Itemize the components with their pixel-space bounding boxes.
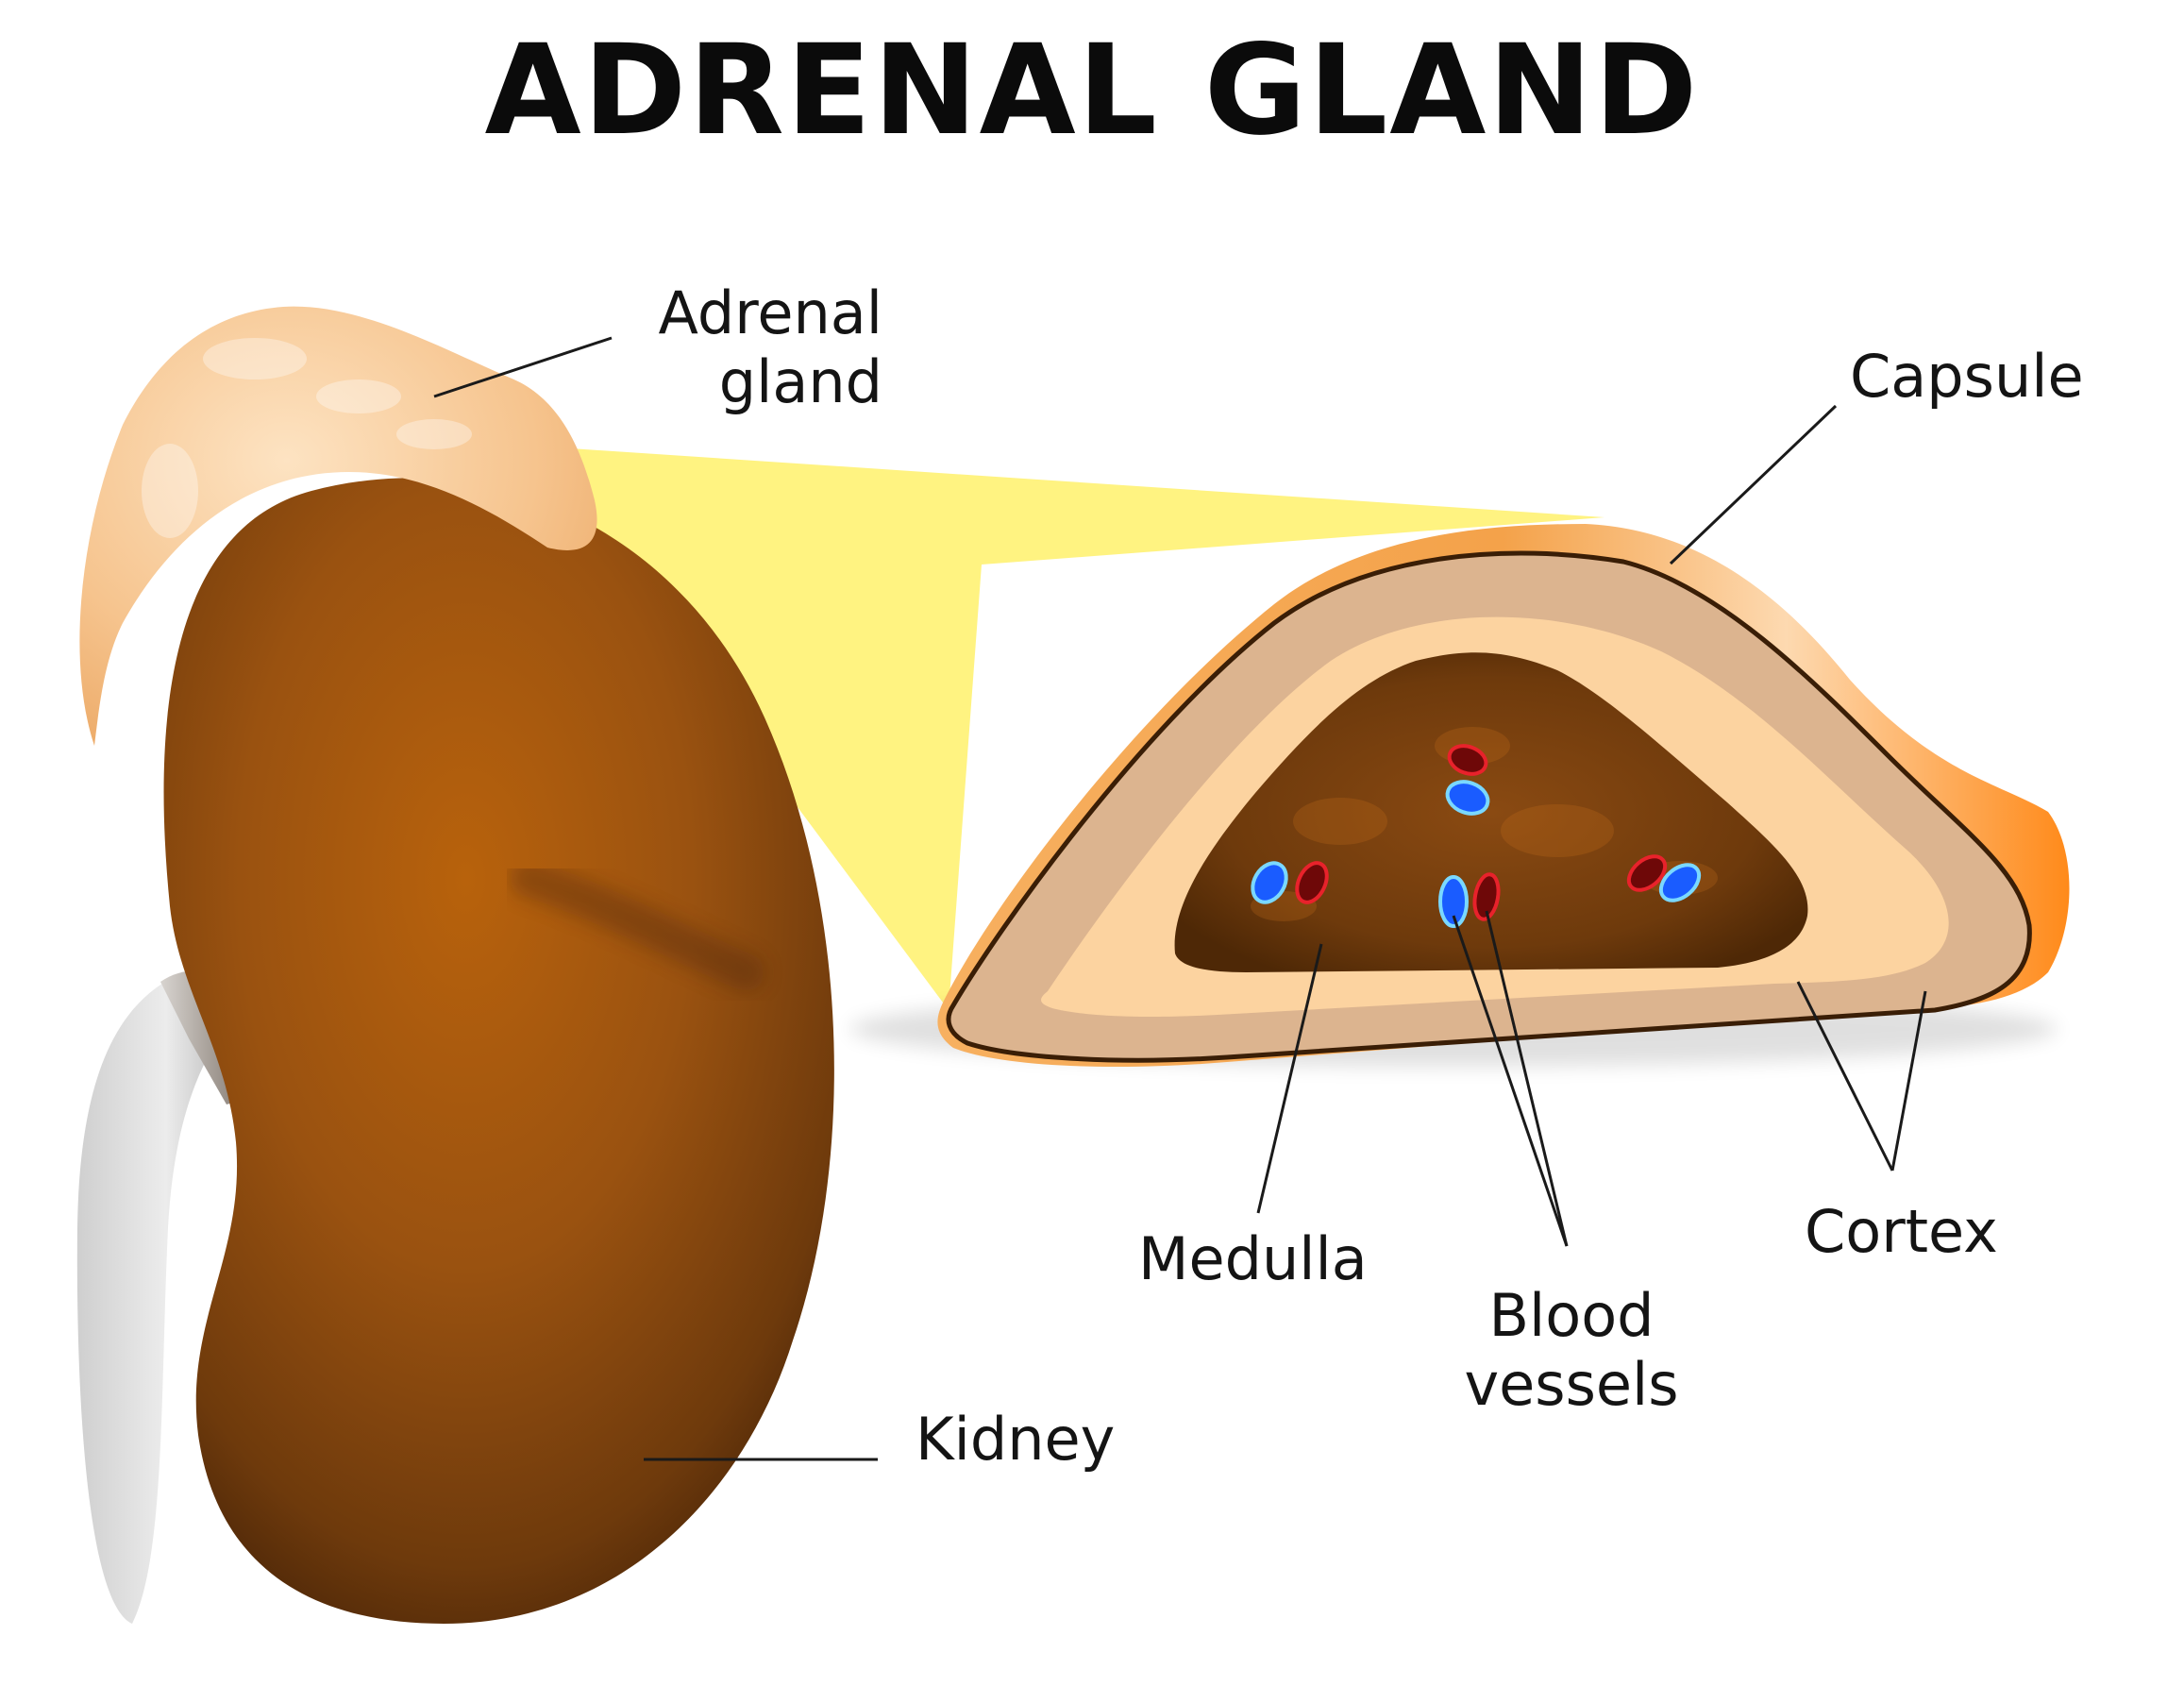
artery-1 (1447, 744, 1488, 776)
label-adrenal-gland: Adrenal gland (658, 278, 882, 417)
vein-2 (1251, 861, 1288, 904)
leader-capsule (1669, 404, 1838, 565)
leader-adrenal-gland (433, 336, 613, 398)
ureter (76, 982, 256, 1624)
kidney (163, 478, 834, 1625)
artery-2 (1295, 861, 1329, 904)
artery-3 (1472, 872, 1501, 921)
artery-4 (1626, 854, 1668, 892)
leader-medulla (1256, 943, 1323, 1214)
label-cortex: Cortex (1805, 1197, 1998, 1266)
label-blood-vessels: Blood vessels (1464, 1281, 1679, 1420)
zoom-beam (529, 446, 1604, 1010)
page-title: ADRENAL GLAND (484, 18, 1700, 163)
label-kidney: Kidney (916, 1405, 1116, 1474)
vein-1 (1445, 780, 1490, 816)
leader-blood-vessels-b (1485, 910, 1569, 1247)
leader-cortex-a (1796, 981, 1894, 1172)
label-capsule: Capsule (1850, 342, 2084, 411)
medulla-region (1174, 652, 1808, 972)
adrenal-gland-cap (79, 306, 597, 746)
leader-lines (433, 336, 1927, 1461)
vein-4 (1658, 863, 1702, 902)
vein-3 (1438, 875, 1469, 928)
label-medulla: Medulla (1138, 1224, 1368, 1293)
blood-vessels-group (1251, 744, 1702, 928)
leader-cortex-b (1890, 990, 1927, 1172)
leader-blood-vessels-a (1452, 915, 1569, 1247)
